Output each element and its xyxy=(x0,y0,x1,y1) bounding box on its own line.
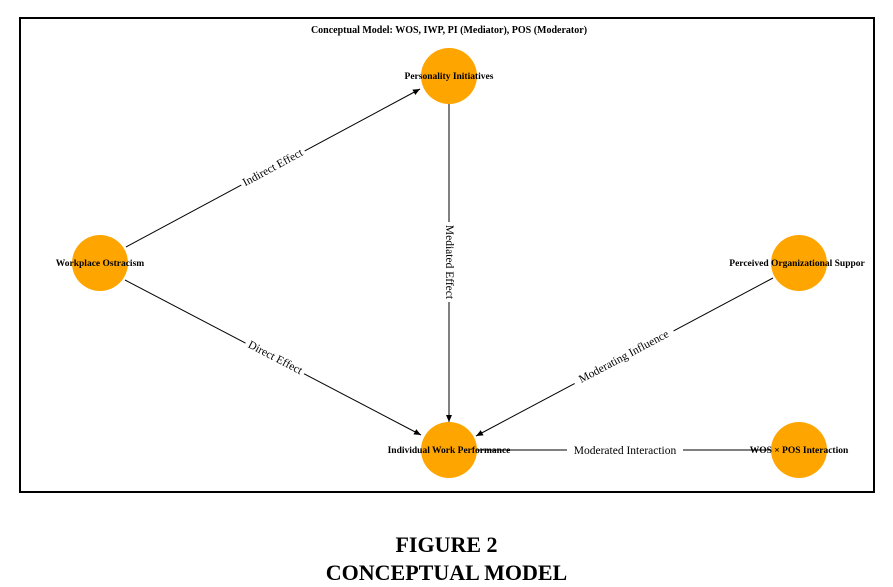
edge-label-moderating-influence: Moderating Influence xyxy=(577,328,671,386)
edge-label-direct-effect: Direct Effect xyxy=(246,339,305,378)
figure-number: FIGURE 2 xyxy=(395,532,498,557)
edge-label-moderated-interaction: Moderated Interaction xyxy=(574,445,677,457)
node-personality-initiatives xyxy=(421,48,477,104)
edge-label-direct-effect-group: Direct Effect xyxy=(242,335,308,379)
node-individual-work-performance xyxy=(421,422,477,478)
edge-label-moderating-influence-group: Moderating Influence xyxy=(570,323,677,389)
figure-title: CONCEPTUAL MODEL xyxy=(325,560,568,585)
node-label-personality-initiatives: Personality Initiatives xyxy=(405,72,494,82)
edge-label-indirect-effect-group: Indirect Effect xyxy=(237,143,308,191)
node-workplace-ostracism xyxy=(72,235,128,291)
node-label-wos-pos-interaction: WOS × POS Interaction xyxy=(750,446,849,456)
node-label-individual-work-performance: Individual Work Performance xyxy=(388,446,511,456)
edge-label-mediated-effect-group: Mediated Effect xyxy=(443,222,457,302)
node-wos-pos-interaction xyxy=(771,422,827,478)
node-label-workplace-ostracism: Workplace Ostracism xyxy=(56,259,144,269)
edge-label-moderated-interaction-group: Moderated Interaction xyxy=(567,442,683,457)
figure-caption: FIGURE 2 CONCEPTUAL MODEL xyxy=(0,531,893,587)
edge-label-mediated-effect: Mediated Effect xyxy=(443,225,455,300)
node-label-perceived-organizational-support: Perceived Organizational Suppor xyxy=(729,259,865,269)
node-perceived-organizational-support xyxy=(771,235,827,291)
diagram-title: Conceptual Model: WOS, IWP, PI (Mediator… xyxy=(311,25,587,36)
edge-label-indirect-effect: Indirect Effect xyxy=(241,147,306,189)
